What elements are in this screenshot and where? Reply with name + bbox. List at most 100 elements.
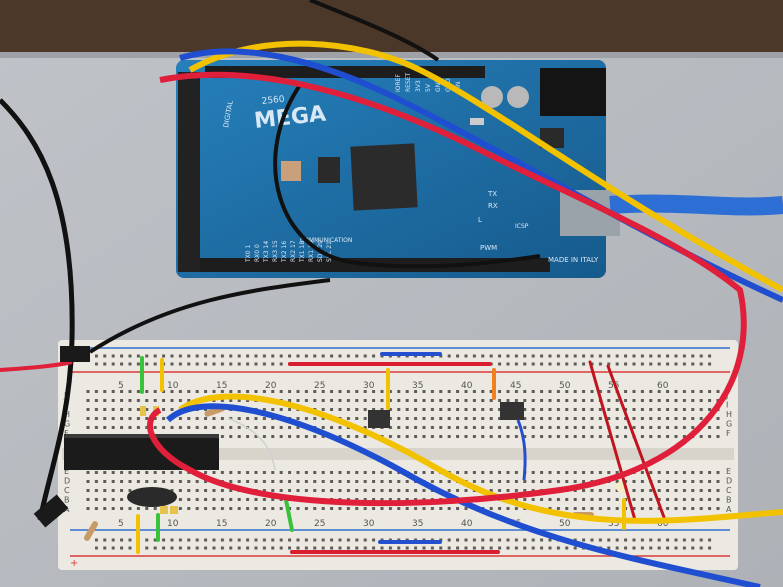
column-number: 30 [363, 381, 375, 391]
column-number: 40 [461, 381, 473, 391]
row-letter: B [726, 496, 732, 505]
upper-terminal-holes [82, 390, 722, 438]
pin-label: SCL 21 [326, 241, 333, 262]
pin-label: RX3 15 [272, 240, 279, 262]
header-label: RESET [405, 72, 412, 92]
arduino-mega-board: MEGA 2560 MADE IN ITALY DIGITAL PWM COMM… [176, 60, 620, 278]
column-number: 35 [412, 519, 423, 529]
icsp-label: ICSP [515, 223, 529, 230]
header-label: GND [435, 78, 442, 92]
jumper-red-3 [606, 364, 667, 522]
header-label: VIN [455, 82, 462, 92]
column-number: 20 [265, 519, 277, 529]
row-letter: D [64, 477, 70, 486]
row-letter: H [726, 410, 732, 419]
header-label: IOREF [395, 74, 402, 92]
column-number: 10 [167, 519, 179, 529]
plate-edge [0, 52, 783, 58]
small-chip [318, 157, 340, 183]
column-numbers-top: 5 10 15 20 25 30 35 40 45 50 55 60 [118, 381, 669, 391]
red-wire-long [147, 71, 747, 507]
column-number: 55 [608, 381, 619, 391]
cap-yellow-1 [160, 506, 168, 514]
column-number: 15 [216, 381, 227, 391]
pin-label: TX2 16 [281, 241, 288, 263]
row-letter: G [64, 420, 70, 429]
row-letter: C [726, 486, 732, 495]
capacitor-1 [481, 86, 503, 108]
tx-led-label: TX [487, 190, 497, 198]
row-letter: I [726, 401, 728, 410]
crystal [127, 487, 177, 507]
crystal-oscillator [470, 118, 484, 125]
row-letter: A [64, 505, 70, 514]
jumper-red-2 [588, 360, 637, 522]
resistor-2 [84, 521, 98, 541]
column-number: 50 [559, 519, 571, 529]
l-led-label: L [478, 216, 482, 224]
black-wire-top [309, 0, 440, 62]
pin-label: RX1 19 [308, 240, 315, 262]
row-letter: F [726, 429, 731, 438]
left-edge-header [178, 72, 200, 272]
column-number: 5 [118, 381, 124, 391]
column-number: 20 [265, 381, 277, 391]
column-number: 30 [363, 519, 375, 529]
pwm-label: PWM [480, 244, 497, 252]
row-letter: E [726, 467, 731, 476]
power-jack [540, 68, 606, 116]
made-in-label: MADE IN ITALY [548, 256, 599, 264]
header-label: 3V3 [415, 80, 422, 92]
black-wire-left [0, 98, 75, 521]
jumper-blue-2 [516, 419, 527, 481]
row-letter: H [64, 410, 70, 419]
row-letter: G [726, 420, 732, 429]
column-number: 55 [608, 519, 619, 529]
pin-label: TX1 18 [299, 241, 306, 263]
jumper-green-3 [284, 498, 294, 532]
row-letter: J [63, 391, 66, 400]
rx-led-label: RX [488, 202, 498, 210]
pushbutton-2 [500, 402, 524, 420]
row-letter: F [64, 429, 69, 438]
column-number: 25 [314, 519, 325, 529]
pin-label: TX0 1 [245, 245, 252, 264]
communication-label: COMMUNICATION [300, 237, 352, 244]
wire-connector-2 [33, 494, 69, 528]
column-number: 60 [657, 381, 669, 391]
column-number: 5 [118, 519, 124, 529]
column-number: 45 [510, 381, 521, 391]
column-number: 60 [657, 519, 669, 529]
red-wire-left [0, 360, 73, 372]
pin-label: RX2 17 [290, 240, 297, 262]
row-letter: A [726, 505, 732, 514]
header-label: 5V [425, 83, 432, 92]
black-wire-loop [273, 83, 541, 269]
center-channel [62, 448, 734, 460]
rail-plus-label: + [70, 558, 78, 569]
cap-yellow-3 [140, 406, 146, 416]
column-number: 50 [559, 381, 571, 391]
cap-yellow-2 [170, 506, 178, 514]
column-number: 40 [461, 519, 473, 529]
jumper-white-lead [227, 417, 276, 471]
row-letter: B [64, 496, 70, 505]
pushbutton-1 [368, 410, 390, 428]
row-letter: C [64, 486, 70, 495]
yellow-wire-long [178, 40, 783, 524]
row-letter: D [726, 477, 732, 486]
column-number: 25 [314, 381, 325, 391]
column-number: 15 [216, 519, 227, 529]
black-wire-board [88, 278, 331, 354]
board-model: 2560 [261, 95, 285, 107]
wire-connector [60, 346, 90, 362]
atmega-chip [64, 434, 219, 470]
capacitor-2 [507, 86, 529, 108]
top-rail-holes [95, 352, 715, 368]
column-number: 35 [412, 381, 423, 391]
pin-label: TX3 14 [263, 241, 270, 263]
column-number: 10 [167, 381, 179, 391]
reset-button [281, 161, 301, 181]
